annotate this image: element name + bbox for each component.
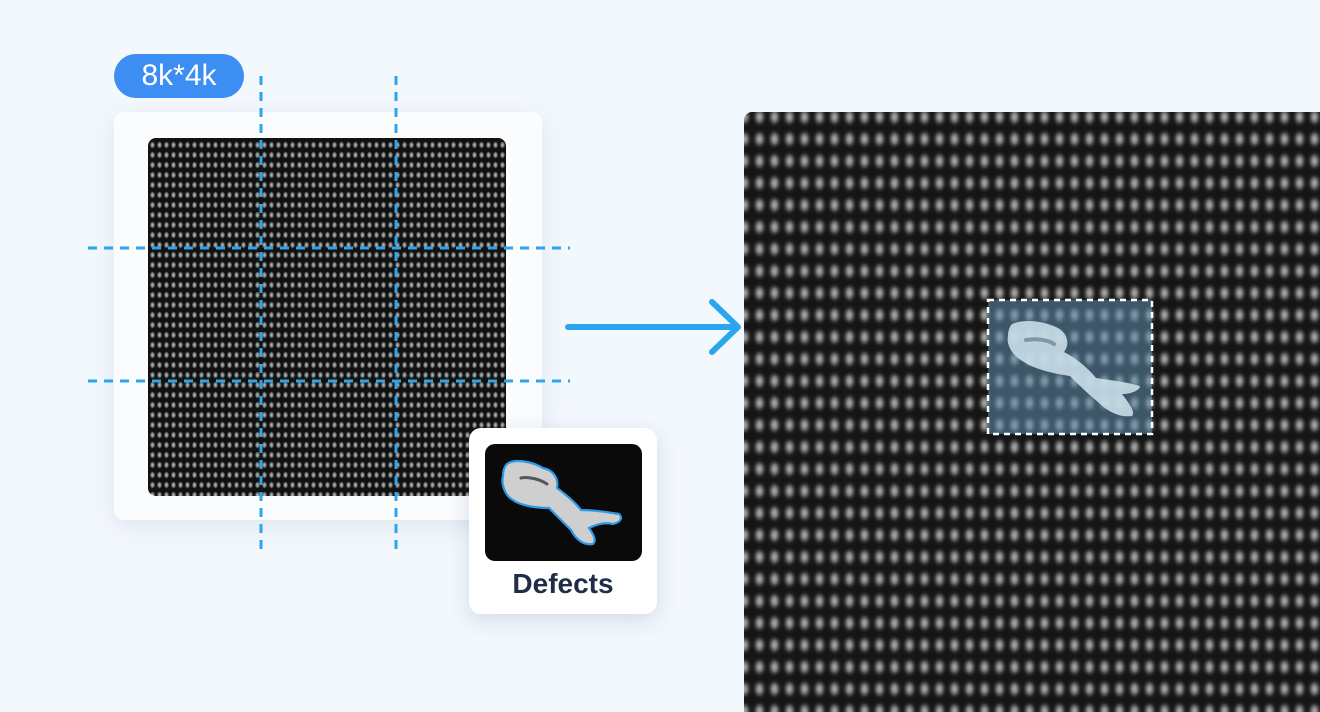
grid-line-group (88, 76, 570, 556)
right-arrow-icon (565, 299, 741, 355)
detection-box-outline (986, 298, 1154, 436)
defect-outline (501, 459, 623, 546)
resolution-badge: 8k*4k (114, 54, 244, 98)
defects-label: Defects (512, 568, 614, 599)
tiling-grid (88, 76, 741, 556)
defect-detection-overlay (986, 298, 1154, 436)
zoomed-tile-view (744, 112, 1320, 712)
source-fabric-image (148, 138, 506, 496)
zoomed-fabric-image (744, 112, 1320, 712)
defect-blob (1007, 321, 1140, 417)
defect-thumbnail (485, 444, 642, 561)
